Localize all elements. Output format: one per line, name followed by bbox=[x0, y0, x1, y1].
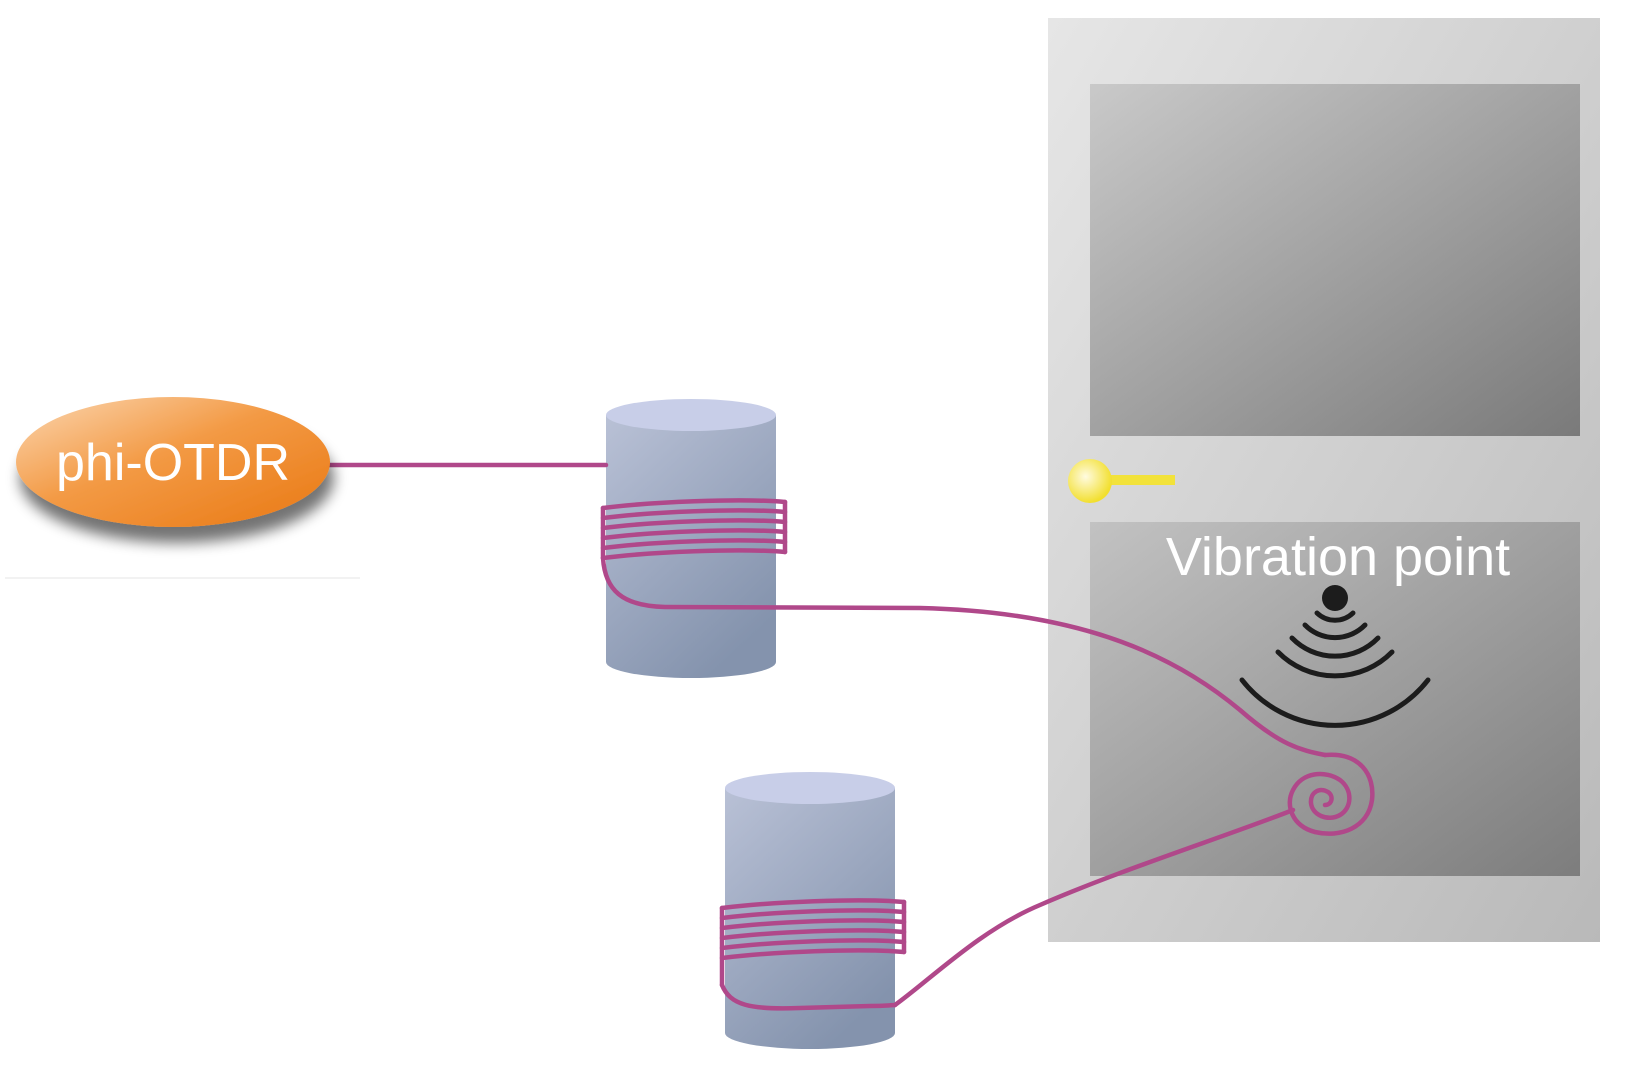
door-handle-icon bbox=[1068, 459, 1175, 503]
vibration-point-label: Vibration point bbox=[1166, 527, 1510, 587]
optical-fiber bbox=[325, 462, 1375, 1011]
vibration-wave-icon bbox=[1239, 585, 1431, 728]
fiber-spiral-icon bbox=[1287, 752, 1375, 836]
phi-otdr-label: phi-OTDR bbox=[56, 434, 290, 492]
door-upper-panel bbox=[1090, 84, 1580, 436]
phi-otdr-device bbox=[16, 397, 330, 527]
fiber-spool-1 bbox=[606, 399, 776, 678]
fiber-spool-2 bbox=[725, 772, 895, 1049]
